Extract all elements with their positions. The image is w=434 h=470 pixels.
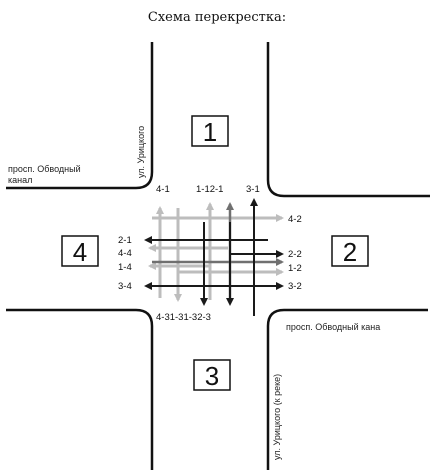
- street-label-se-prospect: просп. Обводный кана: [286, 322, 380, 332]
- movement-label-4-4: 4-4: [118, 248, 132, 259]
- movement-label-1-12-1: 1-12-1: [196, 184, 223, 195]
- movement-arrows-dark: [144, 198, 284, 316]
- curb-se: [266, 308, 428, 470]
- approach-box-2: 2: [331, 235, 369, 267]
- road-curbs: [6, 42, 430, 470]
- movement-label-4-1: 4-1: [156, 184, 170, 195]
- approach-label-1: 1: [203, 117, 217, 147]
- movement-label-2-2: 2-2: [288, 249, 302, 260]
- movement-label-3-1: 3-1: [246, 184, 260, 195]
- street-label-nw-canal: канал: [8, 175, 32, 185]
- movement-label-1-4: 1-4: [118, 262, 132, 273]
- movement-label-3-4: 3-4: [118, 281, 132, 292]
- street-label-se-street: ул. Урицкого (к реке): [272, 374, 282, 460]
- movement-label-bottom: 4-31-31-32-3: [156, 312, 211, 323]
- approach-box-3: 3: [193, 359, 231, 391]
- diagram-title: Схема перекрестка:: [147, 10, 287, 25]
- curb-sw: [6, 308, 154, 470]
- movement-label-2-1: 2-1: [118, 235, 132, 246]
- street-label-nw-street: ул. Урицкого: [136, 126, 146, 178]
- approach-box-4: 4: [61, 235, 99, 267]
- approach-label-4: 4: [73, 237, 87, 267]
- curb-ne: [266, 42, 430, 198]
- movement-label-1-2: 1-2: [288, 263, 302, 274]
- approach-label-2: 2: [343, 237, 357, 267]
- approach-label-3: 3: [205, 361, 219, 391]
- street-label-nw-prospect: просп. Обводный: [8, 164, 81, 174]
- movement-label-4-2: 4-2: [288, 214, 302, 225]
- movement-label-3-2: 3-2: [288, 281, 302, 292]
- curb-nw: [6, 42, 154, 190]
- approach-box-1: 1: [191, 115, 229, 147]
